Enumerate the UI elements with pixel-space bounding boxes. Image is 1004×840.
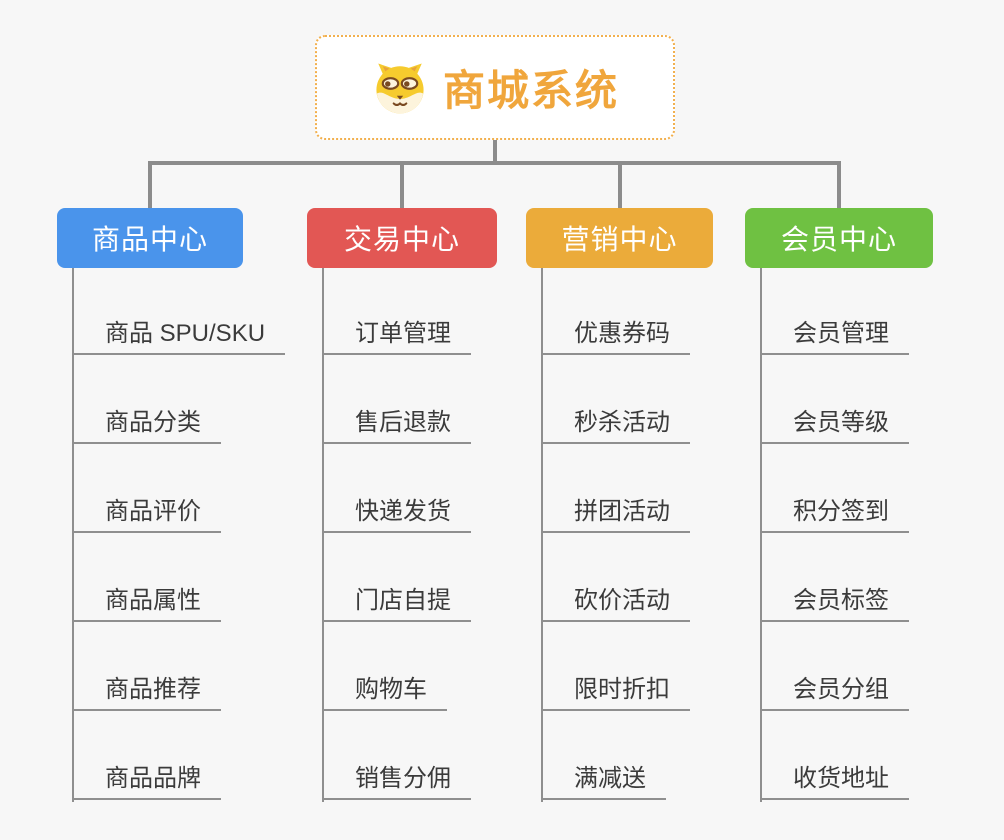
subtopic-node[interactable]: 秒杀活动	[541, 402, 690, 444]
subtopic-node[interactable]: 优惠券码	[541, 313, 690, 355]
branch-member-center[interactable]: 会员中心	[745, 208, 933, 268]
connector-main-horizontal	[148, 161, 841, 165]
subtopic-node[interactable]: 快递发货	[322, 491, 471, 533]
connector-root-stub	[493, 140, 497, 165]
root-title: 商城系统	[442, 67, 619, 114]
subtopic-node[interactable]: 购物车	[322, 669, 447, 711]
subtopic-node[interactable]: 会员等级	[760, 402, 909, 444]
subtopic-node[interactable]: 会员标签	[760, 580, 909, 622]
subtopic-node[interactable]: 门店自提	[322, 580, 471, 622]
subtopic-node[interactable]: 商品分类	[72, 402, 221, 444]
trunk-marketing	[541, 268, 543, 802]
branch-marketing-center[interactable]: 营销中心	[526, 208, 713, 268]
trunk-member	[760, 268, 762, 802]
subtopic-node[interactable]: 销售分佣	[322, 758, 471, 800]
connector-drop-marketing	[618, 161, 622, 208]
subtopic-node[interactable]: 商品评价	[72, 491, 221, 533]
subtopic-node[interactable]: 拼团活动	[541, 491, 690, 533]
branch-trade-center[interactable]: 交易中心	[307, 208, 497, 268]
subtopic-node[interactable]: 商品品牌	[72, 758, 221, 800]
subtopic-node[interactable]: 商品 SPU/SKU	[72, 313, 286, 355]
branch-product-center[interactable]: 商品中心	[57, 208, 243, 268]
connector-drop-product	[148, 161, 152, 208]
subtopic-node[interactable]: 收货地址	[760, 758, 909, 800]
subtopic-node[interactable]: 会员分组	[760, 669, 909, 711]
dog-face-icon	[376, 63, 424, 113]
trunk-product	[72, 268, 74, 802]
connector-drop-trade	[400, 161, 404, 208]
subtopic-node[interactable]: 砍价活动	[541, 580, 690, 622]
trunk-trade	[322, 268, 324, 802]
connector-drop-member	[837, 161, 841, 208]
subtopic-node[interactable]: 商品属性	[72, 580, 221, 622]
subtopic-node[interactable]: 会员管理	[760, 313, 909, 355]
subtopic-node[interactable]: 满减送	[541, 758, 666, 800]
root-node[interactable]: 商城系统	[315, 35, 675, 140]
subtopic-node[interactable]: 积分签到	[760, 491, 909, 533]
subtopic-node[interactable]: 商品推荐	[72, 669, 221, 711]
subtopic-node[interactable]: 限时折扣	[541, 669, 690, 711]
subtopic-node[interactable]: 售后退款	[322, 402, 471, 444]
subtopic-node[interactable]: 订单管理	[322, 313, 471, 355]
